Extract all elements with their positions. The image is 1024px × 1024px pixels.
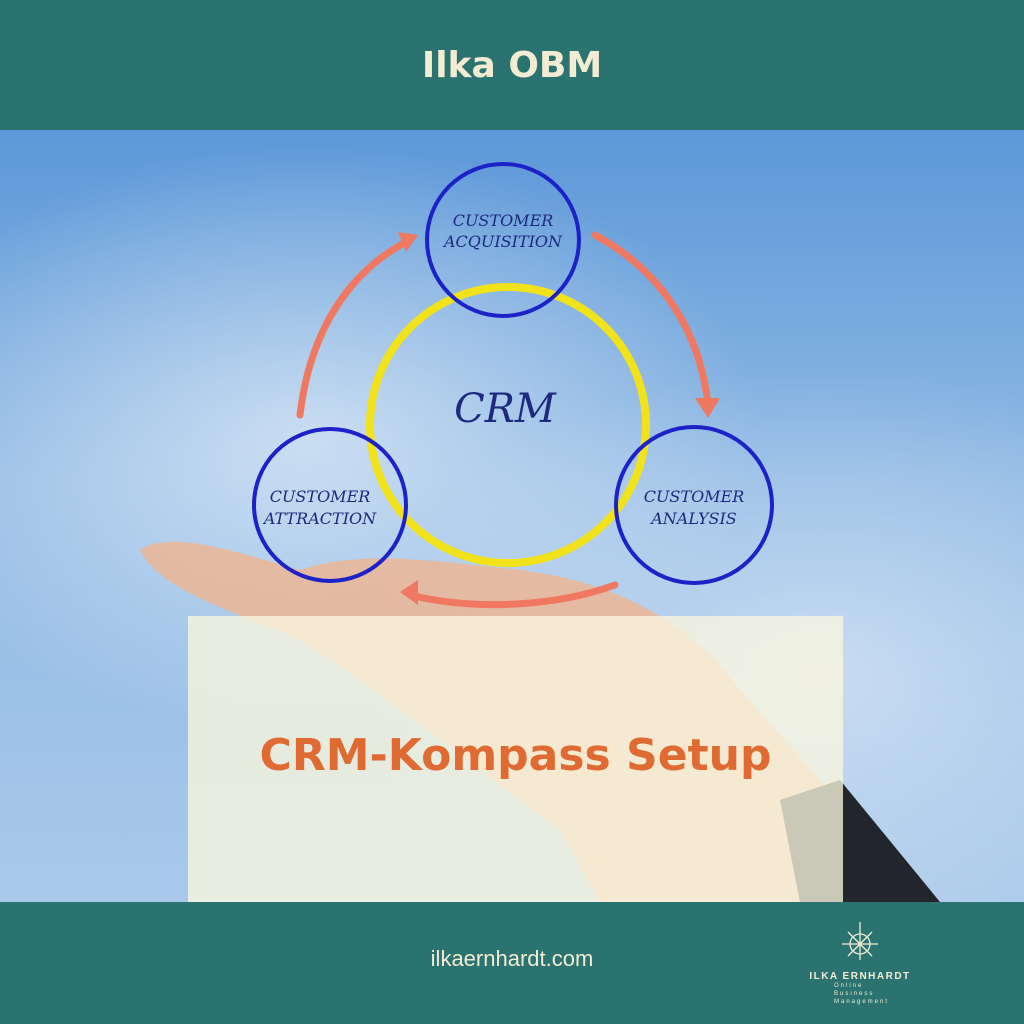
arrow-analysis-to-attraction <box>406 581 619 609</box>
arrowhead-icon <box>400 580 418 605</box>
crm-ring <box>366 283 650 567</box>
attraction-circle <box>252 427 408 583</box>
arrow-acquisition-to-analysis <box>591 231 712 409</box>
node-label: ATTRACTION <box>262 509 377 528</box>
analysis-circle <box>614 425 774 585</box>
center-label: CRM <box>454 386 557 432</box>
acquisition-circle <box>425 162 581 318</box>
header-title: Ilka OBM <box>421 44 603 86</box>
logo-subtitle: Online <box>834 983 864 989</box>
node-label: CUSTOMER <box>453 211 554 230</box>
title-panel <box>188 616 843 902</box>
arrowhead-icon <box>695 398 720 418</box>
arrow-attraction-to-acquisition <box>296 236 414 419</box>
brand-logo: ILKA ERNHARDT Online Business Management <box>800 920 920 1006</box>
arrowhead-icon <box>398 232 418 252</box>
logo-subtitle: Management <box>834 999 890 1005</box>
node-label: ACQUISITION <box>442 232 563 251</box>
node-label: CUSTOMER <box>270 487 371 506</box>
footer-bar <box>0 902 1024 1024</box>
logo-name: ILKA ERNHARDT <box>809 971 911 982</box>
website-link[interactable]: ilkaernhardt.com <box>430 946 594 971</box>
header-bar: Ilka OBM <box>0 0 1024 130</box>
node-label: CUSTOMER <box>644 487 745 506</box>
logo-subtitle: Business <box>834 991 875 997</box>
panel-title: CRM-Kompass Setup <box>259 730 772 781</box>
compass-icon <box>842 922 878 960</box>
node-label: ANALYSIS <box>649 509 737 528</box>
